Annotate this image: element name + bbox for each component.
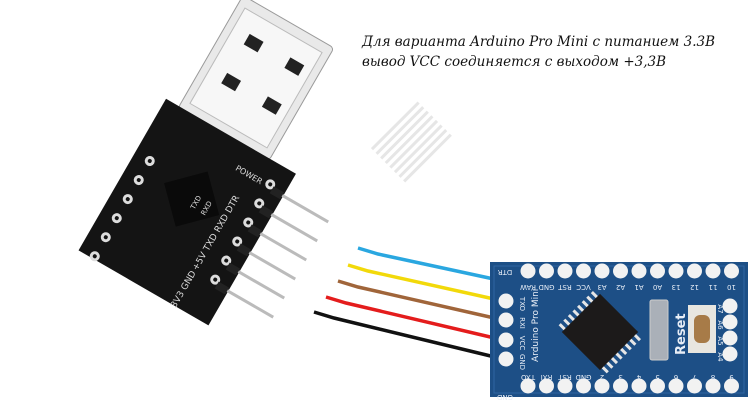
left-pin-pad: [498, 312, 514, 328]
bottom-pin-pad: [539, 378, 554, 394]
bottom-pin-pad: [613, 378, 628, 394]
bottom-pin-label: 7: [692, 373, 696, 381]
bottom-pin-pad: [705, 378, 721, 394]
bottom-pin-label: 3: [618, 373, 622, 381]
pro-mini-title: Arduino Pro Mini: [531, 289, 541, 362]
bottom-pin-pad: [557, 378, 573, 394]
reset-button[interactable]: [688, 305, 716, 353]
top-pin-pad: [539, 263, 554, 279]
top-pin-label: A2: [616, 283, 625, 291]
bottom-pin-label: 4: [636, 373, 641, 381]
crystal: [649, 299, 669, 361]
header-pin: [268, 212, 318, 243]
right-pin-label: A5: [716, 336, 724, 345]
left-pin-pad: [498, 351, 514, 367]
header-pin: [224, 288, 274, 319]
right-pin-pad: [722, 298, 738, 314]
top-pin-pad: [687, 263, 702, 279]
wire-rxd: [347, 263, 504, 303]
bottom-pin-pad: [687, 378, 702, 394]
adapter-chip: [164, 171, 220, 227]
caption: Для варианта Arduino Pro Mini с питанием…: [362, 32, 715, 72]
reset-label: Reset: [674, 313, 689, 355]
bottom-pin-pad: [631, 378, 647, 394]
top-pin-label: GND: [538, 283, 554, 291]
left-pin-label: GND: [518, 354, 526, 370]
top-pin-label: RST: [557, 283, 571, 291]
top-pin-pad: [724, 263, 739, 279]
atmega-chip: [370, 101, 642, 374]
top-pin-pad: [631, 263, 647, 279]
right-pin-pad: [722, 314, 738, 330]
header-pin: [279, 193, 329, 224]
wire-gnd: [313, 310, 504, 361]
top-pin-pad: [576, 263, 591, 279]
left-pin-label: VCC: [518, 336, 526, 351]
bottom-pin-label: 2: [600, 373, 604, 381]
bottom-pin-label: 5: [655, 373, 659, 381]
wire-plus5v: [325, 295, 504, 342]
bottom-pin-label: RXI: [541, 373, 553, 381]
left-pin-label: TXO: [518, 296, 526, 312]
left-pin-pad: [498, 332, 514, 348]
header-pin: [235, 269, 285, 300]
top-pin-label: A0: [653, 283, 662, 291]
left-pin-label: RXI: [518, 317, 526, 329]
top-pin-pad: [668, 263, 684, 279]
right-pin-pad: [722, 330, 738, 346]
bottom-pin-label: 8: [711, 373, 715, 381]
bottom-pin-label: 6: [673, 373, 678, 381]
bottom-pin-pad: [576, 378, 591, 394]
bottom-pin-pad: [650, 378, 665, 394]
header-pin: [257, 231, 307, 262]
left-pin-label: DTR: [498, 268, 513, 276]
bottom-pin-label: RST: [557, 373, 571, 381]
top-pin-label: 10: [727, 283, 736, 291]
wires: [313, 246, 504, 361]
top-pin-label: A3: [597, 283, 606, 291]
left-pin-pad: [498, 293, 514, 309]
caption-line-2: вывод VCC соединяется с выходом +3,3В: [362, 54, 667, 70]
right-pin-label: A7: [716, 304, 724, 313]
top-pin-pad: [705, 263, 721, 279]
top-pin-pad: [557, 263, 573, 279]
bottom-pin-label: GND: [575, 373, 591, 381]
top-pin-pad: [594, 263, 610, 279]
wire-txd: [337, 279, 504, 322]
header-pin: [246, 250, 296, 281]
top-pin-pad: [613, 263, 628, 279]
bottom-pin-label: TXO: [520, 373, 536, 381]
caption-line-1: Для варианта Arduino Pro Mini с питанием…: [362, 34, 716, 50]
top-pin-label: RAW: [520, 283, 536, 291]
top-pin-label: 11: [709, 283, 718, 291]
right-pin-pad: [722, 346, 738, 362]
top-pin-pad: [650, 263, 665, 279]
usb-plug: [179, 0, 334, 160]
bottom-pin-pad: [668, 378, 684, 394]
bottom-pin-pad: [520, 378, 536, 394]
bottom-pin-pad: [594, 378, 610, 394]
top-pin-label: VCC: [576, 283, 591, 291]
bottom-pin-pad: [724, 378, 739, 394]
top-pin-label: 12: [690, 283, 699, 291]
right-pin-label: A4: [716, 352, 724, 362]
top-pin-pad: [520, 263, 536, 279]
right-pin-label: A6: [716, 320, 724, 330]
top-pin-label: A1: [634, 283, 643, 291]
bottom-pin-label: 9: [729, 373, 733, 381]
top-pin-label: 13: [672, 283, 681, 291]
left-pin-label: GND: [497, 393, 513, 401]
wire-dtr: [357, 246, 504, 283]
